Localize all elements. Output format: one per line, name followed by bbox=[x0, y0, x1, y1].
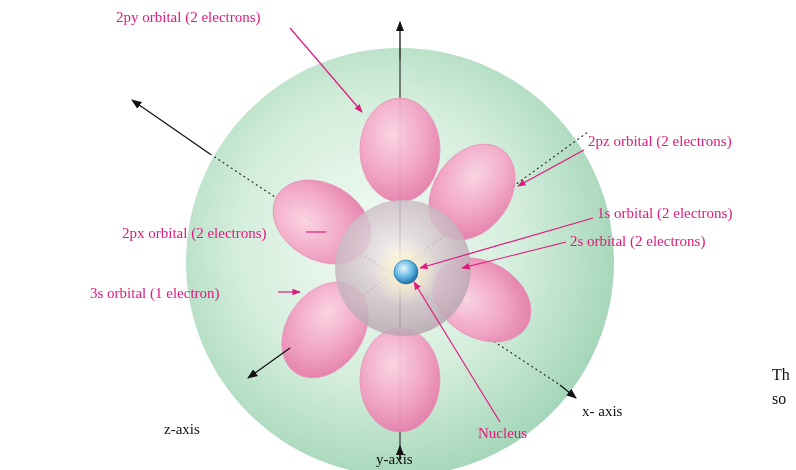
orbital-label: 2px orbital (2 electrons) bbox=[122, 224, 267, 242]
orbital-label: 2s orbital (2 electrons) bbox=[570, 232, 705, 250]
axis-label: z-axis bbox=[164, 420, 200, 438]
orbital-label: 2pz orbital (2 electrons) bbox=[588, 132, 732, 150]
cropped-text: Th bbox=[772, 366, 790, 384]
axis-label: y-axis bbox=[376, 450, 413, 468]
axis-label: x- axis bbox=[582, 402, 622, 420]
nucleus bbox=[394, 260, 418, 284]
axis-lines-back bbox=[210, 60, 588, 460]
1s-orbital-sphere bbox=[371, 238, 439, 306]
2s-orbital-sphere bbox=[335, 200, 471, 336]
orbital-label: 3s orbital (1 electron) bbox=[90, 284, 220, 302]
p-orbital-lobes bbox=[258, 98, 546, 432]
3s-orbital-sphere bbox=[186, 48, 614, 470]
orbital-label: 2py orbital (2 electrons) bbox=[116, 8, 261, 26]
orbital-label: 1s orbital (2 electrons) bbox=[597, 204, 732, 222]
leader-lines bbox=[278, 28, 593, 422]
cropped-text: so bbox=[772, 390, 786, 408]
part-label: Nucleus bbox=[478, 424, 527, 442]
